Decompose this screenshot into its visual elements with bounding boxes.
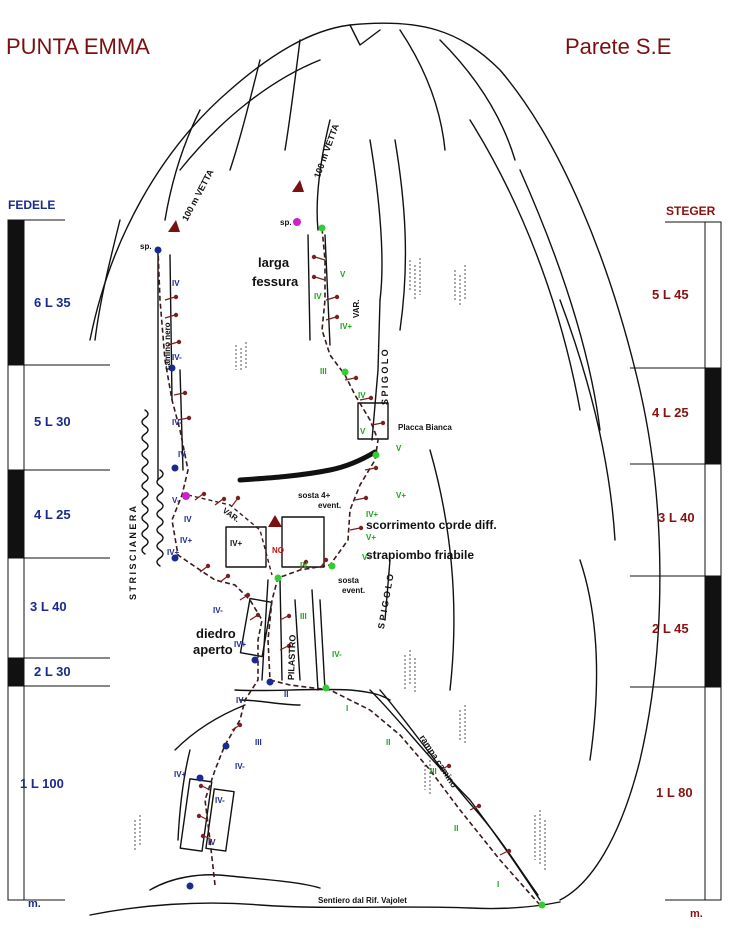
grade-fedele: II xyxy=(284,690,289,699)
grade-steger: V+ xyxy=(366,533,377,542)
label-scorrimento: scorrimento corde diff. xyxy=(366,518,497,532)
steger-route-name: STEGER xyxy=(666,204,716,218)
grade-steger: IV- xyxy=(332,650,342,659)
steger-pitch-1: 1 L 80 xyxy=(656,785,693,800)
label-strapiombo: strapiombo friabile xyxy=(366,548,475,562)
grade-fedele: III xyxy=(255,738,262,747)
grade-steger: IV xyxy=(300,561,308,570)
fedele-pitch-5: 5 L 30 xyxy=(34,414,71,429)
label-var-1: VAR. xyxy=(352,299,361,318)
grade-steger: IV xyxy=(358,391,366,400)
label-no: NO xyxy=(272,546,284,555)
grade-steger: IV+ xyxy=(340,322,353,331)
fedele-pitch-6: 6 L 35 xyxy=(34,295,71,310)
grade-steger: II xyxy=(454,824,459,833)
grade-fedele: IV xyxy=(184,515,192,524)
grade-steger: III xyxy=(320,367,327,376)
grade-fedele: IV- xyxy=(235,762,245,771)
grade-fedele: IV- xyxy=(172,418,182,427)
fedele-pitch-2: 2 L 30 xyxy=(34,664,71,679)
grade-steger: V xyxy=(340,270,346,279)
steger-pitch-3: 3 L 40 xyxy=(658,510,695,525)
grade-steger: V xyxy=(396,444,402,453)
fedele-pitch-4: 4 L 25 xyxy=(34,507,71,522)
grade-fedele: IV xyxy=(236,696,244,705)
grade-steger: V+ xyxy=(396,491,407,500)
label-sosta-bot-2: event. xyxy=(342,586,366,595)
label-sp-2: sp. xyxy=(280,218,292,227)
fedele-route-path xyxy=(157,249,263,886)
fedele-route-name: FEDELE xyxy=(8,198,56,212)
fedele-pitch-1: 1 L 100 xyxy=(20,776,64,791)
fedele-pitch-3: 3 L 40 xyxy=(30,599,67,614)
page-title-right: Parete S.E xyxy=(565,34,672,59)
grade-fedele: IV xyxy=(172,279,180,288)
grade-steger: I xyxy=(346,704,349,713)
grade-box: IV+ xyxy=(230,539,243,548)
grade-fedele: IV+ xyxy=(167,548,180,557)
label-spigolo-top: S P I G O L O xyxy=(380,349,390,405)
grade-fedele: IV+ xyxy=(234,640,247,649)
steger-scale xyxy=(630,221,722,901)
mountain-outline xyxy=(89,22,661,901)
grade-fedele: V- xyxy=(172,496,180,505)
label-sp-1: sp. xyxy=(140,242,152,251)
page-title-left: PUNTA EMMA xyxy=(6,34,150,59)
grade-fedele: IV- xyxy=(213,606,223,615)
label-larga: larga xyxy=(258,255,290,270)
grade-steger: V xyxy=(360,427,366,436)
grade-fedele: IV+ xyxy=(180,536,193,545)
steger-pitch-4: 4 L 25 xyxy=(652,405,689,420)
steger-pitch-5: 5 L 45 xyxy=(652,287,689,302)
grade-steger: I xyxy=(497,880,500,889)
label-fessura: fessura xyxy=(252,274,299,289)
label-placca: Placca Bianca xyxy=(398,423,452,432)
grade-steger: II xyxy=(386,738,391,747)
label-sosta-top-1: sosta 4+ xyxy=(298,491,331,500)
label-aperto: aperto xyxy=(193,642,233,657)
label-pilastro: PILASTRO xyxy=(286,634,298,681)
grade-steger: IV xyxy=(314,292,322,301)
steger-pitch-2: 2 L 45 xyxy=(652,621,689,636)
label-sentiero: Sentiero dal Rif. Vajolet xyxy=(318,896,407,905)
grade-steger: IV+ xyxy=(366,510,379,519)
grade-fedele: IV+ xyxy=(174,770,187,779)
grade-fedele: IV xyxy=(178,450,186,459)
belay-points xyxy=(154,218,546,909)
grade-fedele: IV- xyxy=(215,796,225,805)
label-sosta-top-2: event. xyxy=(318,501,342,510)
grade-steger: III xyxy=(430,767,437,776)
steger-unit: m. xyxy=(690,908,703,920)
fedele-scale xyxy=(7,219,110,901)
label-camino: camino nero xyxy=(163,322,172,370)
label-striscia: S T R I S C I A N E R A xyxy=(128,505,138,600)
grade-steger: III xyxy=(300,612,307,621)
label-sosta-bot-1: sosta xyxy=(338,576,359,585)
label-diedro: diedro xyxy=(196,626,236,641)
grade-fedele: IV- xyxy=(172,353,182,362)
grade-steger: V+ xyxy=(362,553,373,562)
fedele-unit: m. xyxy=(28,898,41,910)
grade-fedele: IV xyxy=(208,838,216,847)
